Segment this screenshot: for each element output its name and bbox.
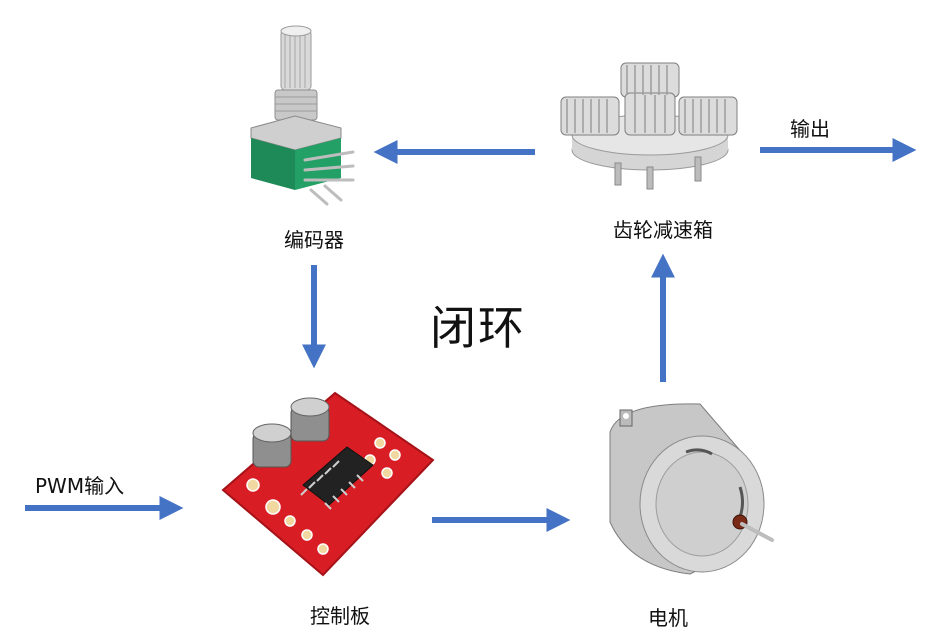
input-label: PWM输入 xyxy=(35,474,125,498)
rotary-encoder-icon xyxy=(250,25,355,206)
motor-driver-board-icon xyxy=(221,391,435,577)
encoder-label: 编码器 xyxy=(284,228,344,252)
dc-motor-icon xyxy=(609,403,774,575)
diagram-title: 闭环 xyxy=(430,301,526,355)
controller-label: 控制板 xyxy=(310,604,370,628)
gear-reducer-icon xyxy=(560,62,738,190)
gearbox-label: 齿轮减速箱 xyxy=(613,218,713,242)
motor-label: 电机 xyxy=(648,606,688,630)
output-label: 输出 xyxy=(790,117,830,141)
